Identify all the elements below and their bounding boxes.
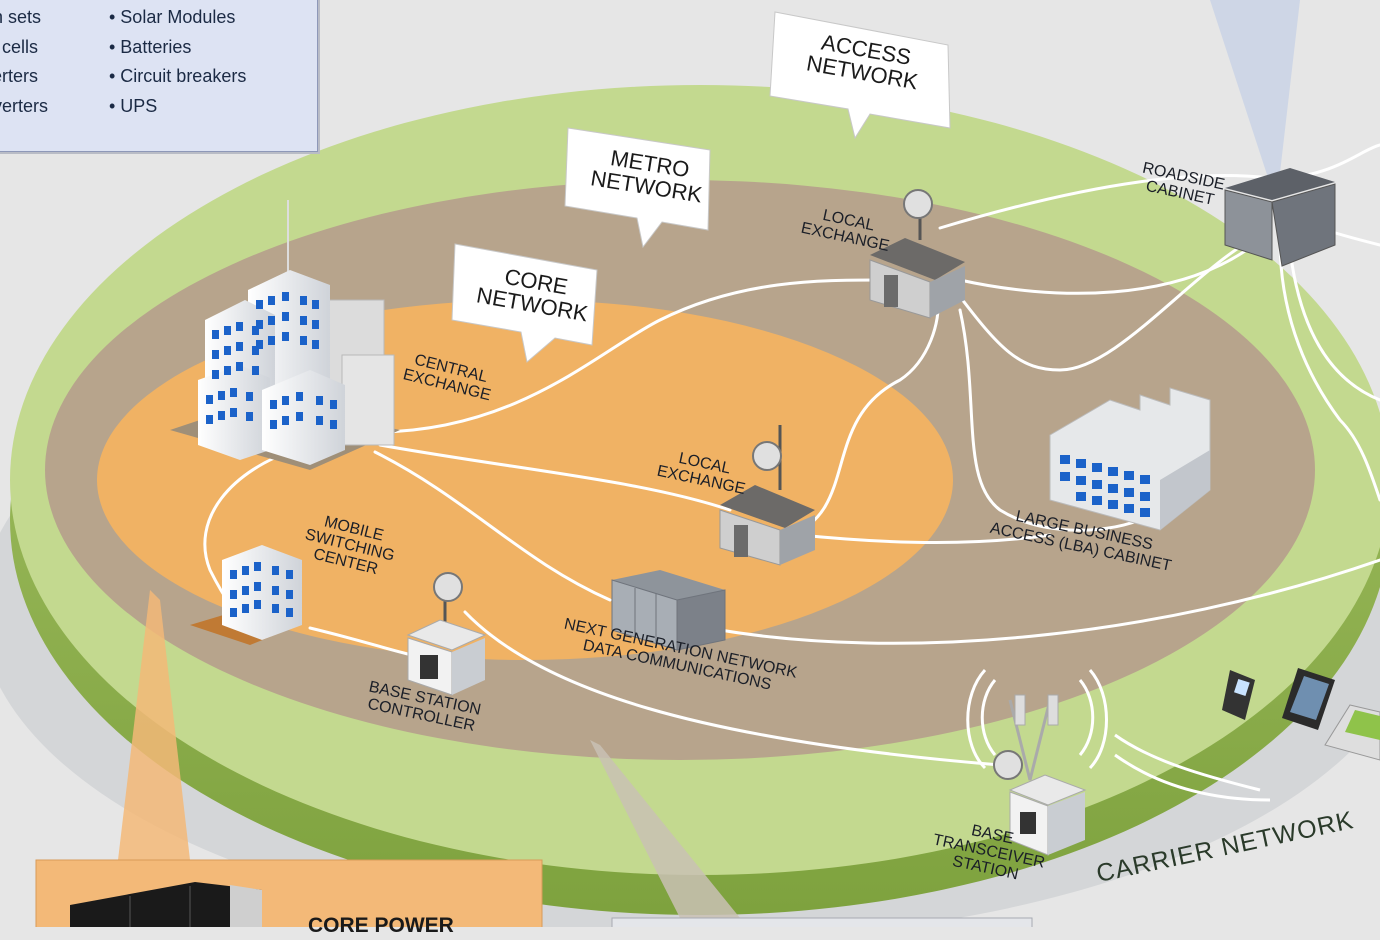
equipment-item: el cells: [0, 36, 39, 57]
next-gen-network-racks: [611, 570, 726, 651]
beam-lower: [590, 740, 740, 918]
mobile-devices: [1222, 668, 1380, 761]
core-network-bubble: [451, 243, 598, 363]
equipment-list-box: en sets el cells verters nverters • Sola…: [0, 0, 318, 152]
equipment-list-col2: • Solar Modules • Batteries • Circuit br…: [109, 3, 246, 121]
equipment-item: nverters: [0, 95, 49, 116]
equipment-item: • UPS: [109, 95, 158, 116]
beam-roadside: [1210, 0, 1300, 190]
metro-network-bubble: [564, 127, 711, 249]
equipment-list-col1: en sets el cells verters nverters: [0, 3, 48, 121]
equipment-item: en sets: [0, 7, 42, 27]
base-transceiver-tower: [966, 668, 1271, 856]
equipment-item: • Batteries: [109, 36, 192, 57]
base-station-controller-hut: [406, 572, 487, 696]
equipment-item: • Solar Modules: [109, 7, 236, 27]
access-network-bubble: [769, 11, 951, 140]
roadside-cabinet-unit: [1224, 168, 1336, 267]
network-links: [203, 143, 1380, 767]
mobile-switching-center-building: [190, 545, 302, 645]
equipment-item: • Circuit breakers: [109, 66, 247, 86]
large-business-building: [1049, 387, 1211, 531]
core-power-title: CORE POWER: [308, 914, 454, 937]
local-exchange-mid-hut: [719, 425, 815, 566]
lower-info-box: [611, 917, 1033, 939]
equipment-item: verters: [0, 66, 39, 86]
core-power-box: CORE POWER: [36, 860, 542, 940]
central-exchange-building: [170, 200, 400, 470]
local-exchange-top-hut: [869, 189, 965, 319]
beam-core: [118, 590, 190, 860]
